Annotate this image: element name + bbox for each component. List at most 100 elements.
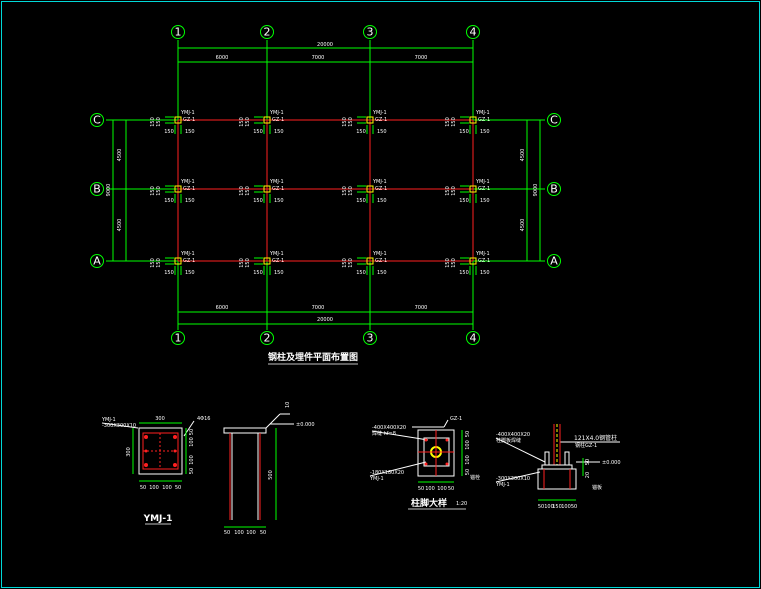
detail1-dim-side-3: 100: [189, 455, 195, 465]
plan-dims-bottom: 6000 7000 7000 20000: [178, 305, 473, 325]
dim-bay-left-1: 4500: [117, 149, 123, 162]
detail3-dim-side-3: 100: [465, 455, 471, 465]
column-label-ymj: YMJ-1: [475, 179, 490, 185]
axis-bubbles-side: C B A C B A: [90, 113, 561, 268]
column-label-ymj: YMJ-1: [180, 179, 195, 185]
column-dim-150b: 150: [480, 129, 490, 135]
column-dim-150-v2: 150: [150, 258, 156, 268]
column-dim-150: 150: [459, 270, 469, 276]
column-dim-150-v: 150: [451, 258, 457, 268]
column-dim-150b: 150: [274, 270, 284, 276]
detail3-label3: -180X180X20: [370, 470, 404, 476]
plan-title: 钢柱及埋件平面布置图: [268, 351, 358, 363]
column-label-gz: GZ-1: [183, 258, 195, 264]
detail1-rebar: 4Φ16: [197, 416, 210, 422]
column-label-gz: GZ-1: [272, 258, 284, 264]
column-dim-150b: 150: [480, 198, 490, 204]
detail2-dim-bottom-2: 100: [234, 530, 244, 536]
column-dim-150-v: 150: [348, 186, 354, 196]
dim-span-bottom-1: 6000: [216, 305, 229, 311]
dim-span-1: 6000: [216, 55, 229, 61]
column-label-gz: GZ-1: [183, 186, 195, 192]
column-label-ymj: YMJ-1: [269, 179, 284, 185]
column-dim-150b: 150: [274, 129, 284, 135]
column-label-gz: GZ-1: [375, 258, 387, 264]
axis-label-3-top: 3: [367, 26, 374, 39]
column-label-ymj: YMJ-1: [475, 251, 490, 257]
detail-elevation: ±0.000 10 500 50 100 100 50: [223, 402, 315, 536]
column-dim-150-v: 150: [451, 117, 457, 127]
detail3-scale: 1:20: [456, 501, 467, 507]
column-dim-150: 150: [164, 129, 174, 135]
axis-label-1-top: 1: [175, 26, 182, 39]
detail2-dim-bottom-1: 50: [224, 530, 230, 536]
detail3-label5: GZ-1: [450, 416, 462, 422]
column-label-ymj: YMJ-1: [269, 251, 284, 257]
detail3-dim-bottom-3: 100: [437, 486, 447, 492]
detail4-dim-bottom-2: 100: [544, 504, 554, 510]
axis-label-2-top: 2: [264, 26, 271, 39]
detail1-dim-side-1: 50: [189, 429, 195, 435]
dim-span-bottom-2: 7000: [312, 305, 325, 311]
axis-label-A-right: A: [550, 255, 558, 268]
column-dim-150-v2: 150: [445, 186, 451, 196]
detail4-label2: 钢柱GZ-1: [575, 442, 597, 449]
column-label-gz: GZ-1: [272, 117, 284, 123]
column-label-ymj: YMJ-1: [372, 251, 387, 257]
detail3-dim-bottom-1: 50: [418, 486, 424, 492]
detail4-label1: 121X4.0钢管柱: [574, 434, 617, 442]
column-dim-150b: 150: [185, 270, 195, 276]
column-dim-150b: 150: [185, 198, 195, 204]
column-dim-150: 150: [459, 198, 469, 204]
dim-bay-right-2: 4500: [520, 219, 526, 232]
detail1-dim-top: 300: [155, 416, 165, 422]
detail1-label-top: YMJ-1: [101, 417, 116, 423]
axis-label-4-bottom: 4: [470, 332, 477, 345]
dim-total-left: 9000: [106, 184, 112, 197]
detail2-dim-height: 500: [268, 470, 274, 480]
detail4-label5: -300X300X10: [496, 476, 530, 482]
detail1-title: YMJ-1: [143, 514, 173, 524]
dim-total-right: 9000: [533, 184, 539, 197]
dim-bay-right-1: 4500: [520, 149, 526, 162]
column-dim-150-v: 150: [156, 258, 162, 268]
column-dim-150-v: 150: [156, 117, 162, 127]
detail4-dim-bottom-1: 50: [538, 504, 544, 510]
column-dim-150-v2: 150: [342, 258, 348, 268]
axis-label-B-left: B: [93, 183, 101, 196]
column-dim-150-v2: 150: [239, 117, 245, 127]
detail4-dim-bottom-3: 150: [552, 504, 562, 510]
axis-label-C-left: C: [93, 114, 101, 127]
column-dim-150-v2: 150: [445, 258, 451, 268]
detail4-label4: 柱脚板焊缝: [496, 437, 521, 444]
column-dim-150-v: 150: [348, 258, 354, 268]
detail4-dim-bottom-5: 50: [571, 504, 577, 510]
column-dim-150-v: 150: [156, 186, 162, 196]
column-dim-150-v2: 150: [445, 117, 451, 127]
detail2-dim-bottom-4: 50: [260, 530, 266, 536]
column-dim-150: 150: [253, 198, 263, 204]
column-label-ymj: YMJ-1: [180, 110, 195, 116]
axis-label-B-right: B: [550, 183, 558, 196]
column-dim-150-v2: 150: [239, 186, 245, 196]
column-dim-150-v: 150: [451, 186, 457, 196]
column-label-gz: GZ-1: [478, 186, 490, 192]
detail1-dim-bottom-2: 100: [149, 485, 159, 491]
detail-column-section: -400X400X20 柱脚板焊缝 121X4.0钢管柱 钢柱GZ-1 -300…: [495, 424, 621, 510]
column-label-gz: GZ-1: [375, 186, 387, 192]
plan-dims-top: 20000 6000 7000 7000: [177, 42, 474, 66]
column-dim-150-v2: 150: [150, 117, 156, 127]
column-dim-150: 150: [459, 129, 469, 135]
column-dim-150b: 150: [377, 129, 387, 135]
column-label-gz: GZ-1: [375, 117, 387, 123]
detail4-dim-side2: 20: [585, 472, 591, 478]
detail4-dim-bottom-4: 100: [561, 504, 571, 510]
